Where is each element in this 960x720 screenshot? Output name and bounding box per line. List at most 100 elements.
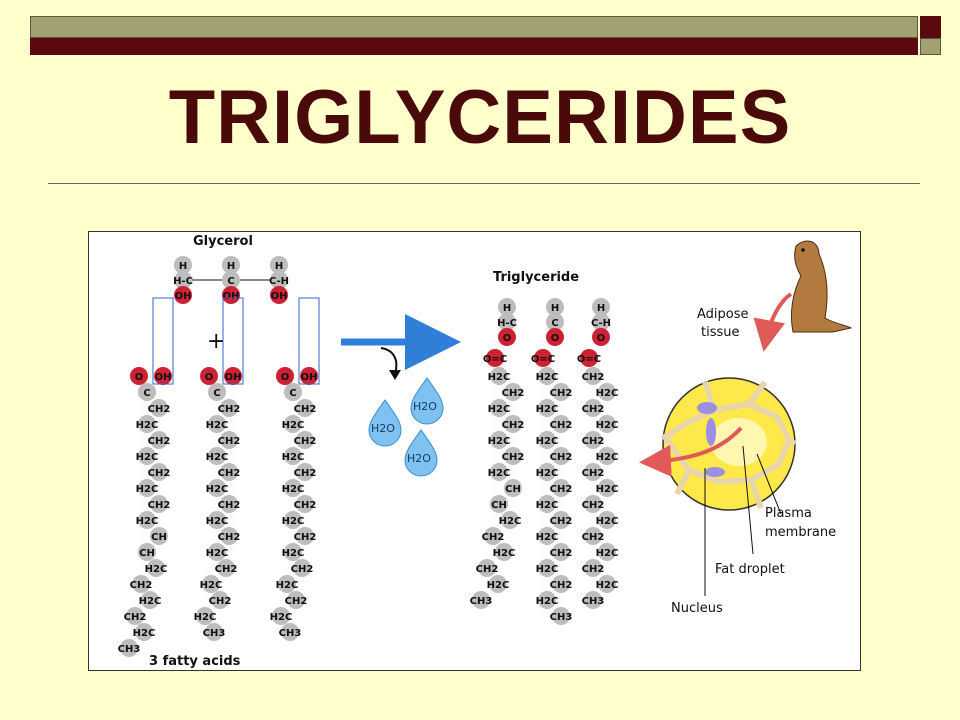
svg-text:H2C: H2C: [499, 516, 522, 527]
fatty-acid-atom: CH2: [218, 527, 241, 545]
triglyceride-chain-atom: CH2: [582, 463, 604, 481]
triglyceride-chain-atom: CH2: [582, 431, 605, 449]
svg-text:H2C: H2C: [488, 372, 511, 383]
ester-carbonyl: O=C: [531, 349, 555, 367]
fatty-acid-atom: H2C: [145, 559, 168, 577]
water-release-arrowhead: [389, 370, 401, 380]
fatty-acid-atom: C: [208, 383, 226, 401]
fatty-acid-atom: CH2: [148, 495, 170, 513]
svg-text:H2C: H2C: [536, 372, 559, 383]
svg-text:H2C: H2C: [596, 516, 619, 527]
hydroxyl-group: OH: [174, 286, 192, 304]
triglyceride-chain-atom: CH2: [550, 479, 572, 497]
svg-text:CH2: CH2: [218, 532, 241, 543]
fatty-acid-atom: H2C: [139, 591, 162, 609]
svg-text:O: O: [205, 372, 214, 383]
hydroxyl-group: OH: [222, 286, 240, 304]
svg-text:H2O: H2O: [413, 400, 437, 413]
svg-text:H2C: H2C: [282, 484, 305, 495]
fatty-acid-atom: H2C: [282, 479, 305, 497]
condensation-bond-box: [298, 297, 320, 385]
triglyceride-chain-atom: H2C: [536, 399, 558, 417]
svg-text:CH2: CH2: [550, 580, 573, 591]
svg-text:H: H: [227, 261, 235, 272]
fatty-acid-atom: CH2: [209, 591, 231, 609]
hydroxyl-group: OH: [270, 286, 288, 304]
fatty-acids-label: 3 fatty acids: [149, 654, 241, 669]
triglyceride-chain-atom: H2C: [488, 367, 511, 385]
svg-text:H2C: H2C: [596, 452, 619, 463]
fatty-acid-atom: CH2: [148, 431, 170, 449]
fatty-acid-atom: H2C: [270, 607, 292, 625]
hydroxyl-group: OH: [154, 367, 172, 385]
triglyceride-chain-atom: H2C: [596, 415, 618, 433]
triglyceride-backbone-atom: O: [592, 328, 610, 346]
water-droplet: H2O: [404, 429, 438, 477]
triglyceride-chain-atom: CH2: [582, 495, 604, 513]
svg-text:CH2: CH2: [582, 436, 605, 447]
condensation-bond-box: [222, 297, 244, 385]
svg-text:CH2: CH2: [291, 564, 314, 575]
fatty-acid-atom: C: [284, 383, 302, 401]
svg-text:H2C: H2C: [276, 580, 299, 591]
triglyceride-chain-atom: CH2: [582, 367, 604, 385]
svg-text:CH2: CH2: [215, 564, 238, 575]
glycerol-atom: C: [222, 271, 240, 289]
fatty-acid-atom: CH2: [218, 495, 240, 513]
fat-export-arrow: [639, 426, 743, 477]
triglyceride-chain-atom: H2C: [536, 463, 558, 481]
plasma-membrane-label: Plasma: [765, 506, 812, 521]
fatty-acid-atom: CH2: [148, 399, 170, 417]
triglyceride-chain-atom: CH2: [550, 447, 572, 465]
svg-text:CH: CH: [151, 532, 167, 543]
triglyceride-chain-atom: H2C: [488, 399, 510, 417]
svg-text:O=C: O=C: [483, 354, 507, 365]
fatty-acid-atom: H2C: [206, 479, 228, 497]
glycerol-label: Glycerol: [193, 234, 253, 249]
svg-text:H2C: H2C: [145, 564, 168, 575]
svg-text:CH2: CH2: [550, 420, 573, 431]
triglyceride-backbone-atom: O: [498, 328, 516, 346]
svg-text:H2C: H2C: [536, 436, 559, 447]
svg-text:CH2: CH2: [294, 468, 317, 479]
svg-text:CH2: CH2: [476, 564, 499, 575]
svg-text:CH2: CH2: [550, 516, 573, 527]
fatty-acid-atom: CH2: [148, 463, 170, 481]
svg-text:H2C: H2C: [139, 596, 162, 607]
triglyceride-backbone-atom: H-C: [497, 313, 517, 331]
svg-text:O: O: [135, 372, 144, 383]
svg-text:C: C: [143, 388, 150, 399]
svg-text:H-C: H-C: [497, 318, 517, 329]
svg-text:CH3: CH3: [550, 612, 573, 623]
svg-text:CH2: CH2: [130, 580, 153, 591]
hydroxyl-group: OH: [300, 367, 318, 385]
triglyceride-backbone-atom: H: [592, 298, 610, 316]
triglyceride-chain-atom: H2C: [596, 511, 619, 529]
header-square-maroon: [920, 16, 941, 38]
triglyceride-chain-atom: H2C: [596, 575, 618, 593]
triglyceride-chain-atom: H2C: [536, 591, 558, 609]
plasma-leader: [756, 453, 782, 515]
svg-text:CH2: CH2: [502, 452, 525, 463]
fatty-acid-atom: CH2: [285, 591, 307, 609]
fatty-acid-atom: H2C: [206, 543, 228, 561]
triglyceride-backbone-atom: O: [546, 328, 564, 346]
svg-text:CH2: CH2: [218, 468, 241, 479]
fatty-acid-atom: H2C: [282, 447, 305, 465]
svg-text:OH: OH: [271, 291, 288, 302]
triglyceride-chain-atom: H2C: [596, 447, 619, 465]
svg-text:CH2: CH2: [218, 436, 241, 447]
triglyceride-chain-atom: H2C: [499, 511, 522, 529]
svg-text:H2C: H2C: [536, 564, 559, 575]
svg-text:H2C: H2C: [282, 452, 305, 463]
svg-text:C: C: [289, 388, 296, 399]
fatty-acid-atom: C: [138, 383, 156, 401]
fatty-acid-atom: CH2: [294, 527, 316, 545]
triglyceride-chain-atom: H2C: [493, 543, 515, 561]
triglyceride-chain-atom: CH3: [582, 591, 604, 609]
svg-text:CH: CH: [505, 484, 521, 495]
svg-text:H: H: [275, 261, 283, 272]
svg-text:CH2: CH2: [482, 532, 505, 543]
